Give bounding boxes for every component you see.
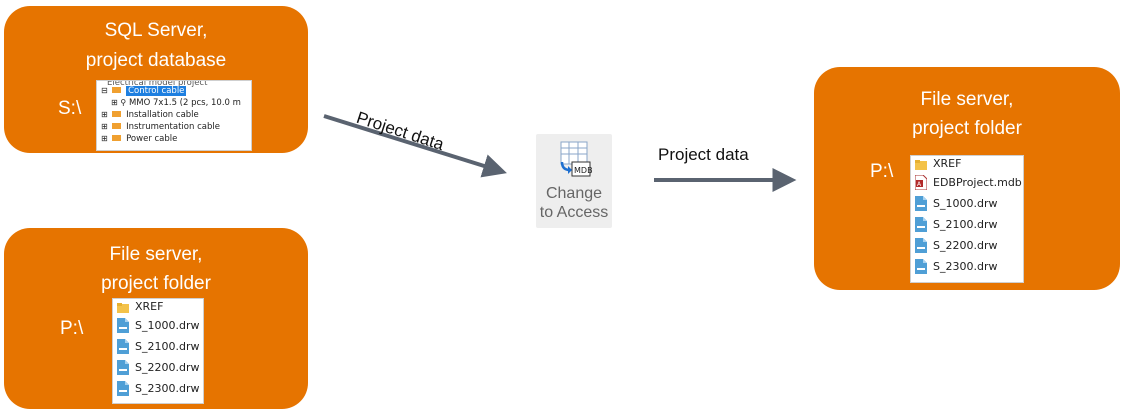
tree-root-row: Electrical model project bbox=[97, 80, 251, 88]
right-box-title-line1: File server, bbox=[920, 89, 1014, 110]
tree-row-label: MMO 7x1.5 (2 pcs, 10.0 m bbox=[128, 98, 241, 108]
right-file-list: XREF A EDBProject.mdb S_1000.drw S_2100.… bbox=[910, 155, 1024, 283]
sql-box-title-line2: project database bbox=[85, 50, 227, 71]
file-name: S_1000.drw bbox=[135, 319, 200, 332]
drawing-file-icon bbox=[117, 318, 129, 340]
expand-icon[interactable]: ⊞ bbox=[101, 134, 108, 143]
expand-icon[interactable]: ⊞ bbox=[101, 110, 108, 119]
drawing-file-icon bbox=[915, 259, 927, 281]
folder-icon bbox=[915, 159, 927, 175]
left-file-server-box: File server, project folder P:\ XREF S_1… bbox=[4, 228, 308, 409]
arrow2-label: Project data bbox=[658, 145, 749, 164]
svg-text:MDB: MDB bbox=[574, 166, 592, 175]
expand-icon[interactable]: ⊞ bbox=[101, 122, 108, 131]
right-file-server-box: File server, project folder P:\ XREF A E… bbox=[814, 67, 1120, 290]
expand-icon[interactable]: ⊟ bbox=[101, 86, 108, 95]
file-row[interactable]: S_1000.drw bbox=[911, 193, 1023, 214]
file-name: S_2300.drw bbox=[933, 260, 998, 273]
file-row[interactable]: XREF bbox=[911, 156, 1023, 172]
tree-root-label: Electrical model project bbox=[107, 80, 208, 88]
left-box-title-line2: project folder bbox=[101, 273, 211, 294]
file-row[interactable]: S_1000.drw bbox=[113, 315, 203, 336]
file-row[interactable]: XREF bbox=[113, 299, 203, 315]
tree-row-label: Power cable bbox=[126, 134, 178, 144]
folder-icon bbox=[112, 135, 122, 141]
svg-text:A: A bbox=[917, 181, 922, 188]
tree-row[interactable]: ⊞ ⚲ MMO 7x1.5 (2 pcs, 10.0 m bbox=[97, 97, 251, 109]
folder-icon bbox=[112, 123, 122, 129]
arrow-sql-to-button bbox=[323, 114, 507, 178]
file-name: S_2300.drw bbox=[135, 382, 200, 395]
folder-icon bbox=[112, 111, 122, 117]
change-to-access-icon: MDB bbox=[558, 140, 593, 187]
file-name: XREF bbox=[135, 300, 164, 313]
tree-row[interactable]: ⊞ Power cable bbox=[97, 133, 251, 145]
file-name: S_2100.drw bbox=[933, 218, 998, 231]
drawing-file-icon bbox=[117, 381, 129, 403]
sql-box-title-line1: SQL Server, bbox=[104, 20, 208, 41]
file-row[interactable]: S_2300.drw bbox=[911, 256, 1023, 277]
left-drive-label: P:\ bbox=[60, 318, 84, 339]
file-name: S_1000.drw bbox=[933, 197, 998, 210]
right-box-title-line2: project folder bbox=[912, 118, 1022, 139]
right-drive-label: P:\ bbox=[870, 161, 894, 182]
file-row[interactable]: S_2200.drw bbox=[911, 235, 1023, 256]
tree-row[interactable]: ⊞ Instrumentation cable bbox=[97, 121, 251, 133]
folder-icon bbox=[117, 302, 129, 318]
drawing-file-icon bbox=[915, 196, 927, 218]
drawing-file-icon bbox=[117, 339, 129, 361]
project-tree-panel: Electrical model project ⊟ Control cable… bbox=[96, 80, 252, 151]
tree-row-label: Instrumentation cable bbox=[126, 122, 220, 132]
button-label-line2: to Access bbox=[539, 204, 609, 221]
file-row[interactable]: A EDBProject.mdb bbox=[911, 172, 1023, 193]
tree-row-label: Control cable bbox=[126, 86, 187, 96]
tree-row[interactable]: ⊞ Installation cable bbox=[97, 109, 251, 121]
left-file-list: XREF S_1000.drw S_2100.drw S_2200.drw S_… bbox=[112, 298, 204, 404]
sql-drive-label: S:\ bbox=[58, 98, 82, 119]
button-label-line1: Change bbox=[545, 185, 603, 202]
file-name: XREF bbox=[933, 157, 962, 170]
cable-icon: ⚲ bbox=[120, 98, 127, 107]
tree-row-label: Installation cable bbox=[126, 110, 199, 120]
file-name: S_2200.drw bbox=[135, 361, 200, 374]
file-name: S_2100.drw bbox=[135, 340, 200, 353]
folder-icon bbox=[112, 87, 122, 93]
drawing-file-icon bbox=[915, 217, 927, 239]
change-to-access-button[interactable]: MDB Change to Access bbox=[536, 134, 612, 228]
tree-row[interactable]: ⊟ Control cable bbox=[97, 85, 251, 97]
file-name: S_2200.drw bbox=[933, 239, 998, 252]
file-row[interactable]: S_2200.drw bbox=[113, 357, 203, 378]
file-row[interactable]: S_2100.drw bbox=[113, 336, 203, 357]
file-name: EDBProject.mdb bbox=[933, 176, 1022, 189]
file-row[interactable]: S_2100.drw bbox=[911, 214, 1023, 235]
drawing-file-icon bbox=[915, 238, 927, 260]
sql-server-box: SQL Server, project database S:\ Electri… bbox=[4, 6, 308, 153]
file-row[interactable]: S_2300.drw bbox=[113, 378, 203, 399]
left-box-title-line1: File server, bbox=[109, 244, 203, 265]
drawing-file-icon bbox=[117, 360, 129, 382]
expand-icon[interactable]: ⊞ bbox=[111, 98, 118, 107]
